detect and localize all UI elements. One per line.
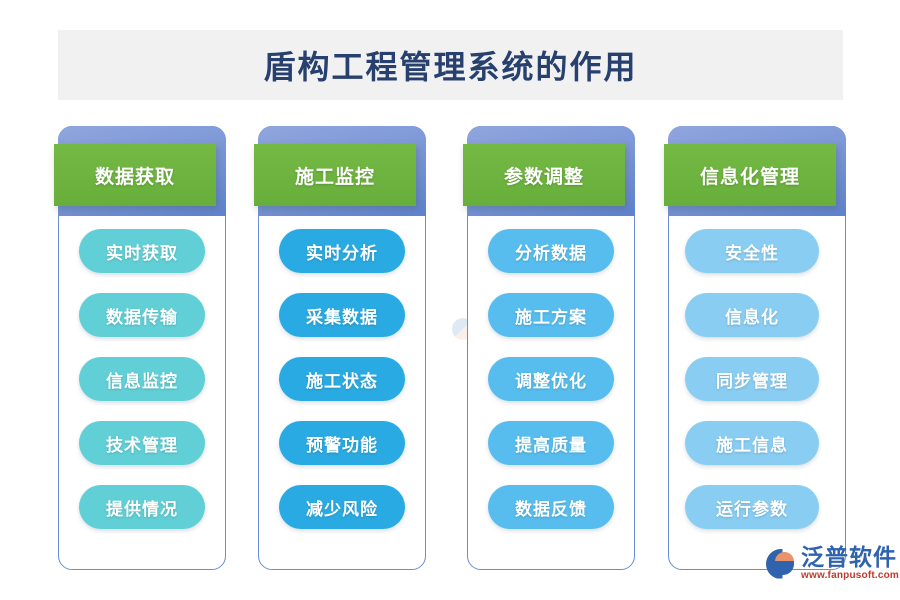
list-item-label: 施工方案 [515,307,587,327]
card-header-band: 数据获取 [54,144,216,206]
card-header-label: 信息化管理 [699,166,800,188]
brand-logo-text: 泛普软件 www.fanpusoft.com [801,546,899,581]
list-item-label: 运行参数 [716,499,788,519]
pill-list: 实时获取 数据传输 信息监控 技术管理 提供情况 [58,229,226,529]
list-item[interactable]: 分析数据 [488,229,614,273]
list-item-label: 施工状态 [306,371,378,391]
list-item[interactable]: 同步管理 [685,357,819,401]
title-banner: 盾构工程管理系统的作用 [58,30,843,100]
card-header-band: 施工监控 [254,144,416,206]
list-item[interactable]: 安全性 [685,229,819,273]
list-item[interactable]: 调整优化 [488,357,614,401]
list-item-label: 技术管理 [106,435,178,455]
list-item[interactable]: 提高质量 [488,421,614,465]
list-item-label: 提高质量 [515,435,587,455]
page-title: 盾构工程管理系统的作用 [263,49,638,85]
list-item[interactable]: 施工方案 [488,293,614,337]
list-item-label: 提供情况 [106,499,178,519]
brand-logo: 泛普软件 www.fanpusoft.com [766,546,899,581]
column-parameter-adjustment: 参数调整 分析数据 施工方案 调整优化 提高质量 数据反馈 [463,126,635,570]
list-item-label: 调整优化 [515,371,587,391]
card-header-band: 参数调整 [463,144,625,206]
list-item[interactable]: 运行参数 [685,485,819,529]
list-item[interactable]: 技术管理 [79,421,205,465]
list-item-label: 施工信息 [716,435,788,455]
pill-list: 实时分析 采集数据 施工状态 预警功能 减少风险 [258,229,426,529]
column-construction-monitoring: 施工监控 实时分析 采集数据 施工状态 预警功能 减少风险 [254,126,426,570]
brand-name: 泛普软件 [801,544,897,570]
list-item-label: 分析数据 [515,243,587,263]
list-item-label: 数据反馈 [515,499,587,519]
list-item[interactable]: 采集数据 [279,293,405,337]
pill-list: 安全性 信息化 同步管理 施工信息 运行参数 [668,229,836,529]
list-item[interactable]: 数据反馈 [488,485,614,529]
list-item-label: 采集数据 [306,307,378,327]
card-header-label: 数据获取 [94,166,175,188]
list-item[interactable]: 施工信息 [685,421,819,465]
column-data-acquisition: 数据获取 实时获取 数据传输 信息监控 技术管理 提供情况 [54,126,226,570]
card-header-label: 参数调整 [503,166,584,188]
list-item[interactable]: 提供情况 [79,485,205,529]
list-item-label: 同步管理 [716,371,788,391]
list-item-label: 实时分析 [306,243,378,263]
list-item-label: 信息监控 [106,371,178,391]
card-header-band: 信息化管理 [664,144,836,206]
list-item-label: 减少风险 [306,499,378,519]
list-item-label: 安全性 [725,243,779,263]
list-item[interactable]: 预警功能 [279,421,405,465]
brand-url: www.fanpusoft.com [801,570,900,581]
pill-list: 分析数据 施工方案 调整优化 提高质量 数据反馈 [467,229,635,529]
card-header-label: 施工监控 [294,166,375,188]
list-item-label: 预警功能 [306,435,378,455]
list-item[interactable]: 实时分析 [279,229,405,273]
list-item[interactable]: 信息化 [685,293,819,337]
list-item[interactable]: 施工状态 [279,357,405,401]
list-item-label: 数据传输 [106,307,178,327]
list-item[interactable]: 数据传输 [79,293,205,337]
list-item[interactable]: 信息监控 [79,357,205,401]
fanpu-logo-icon [766,548,796,579]
list-item-label: 实时获取 [106,243,178,263]
column-informatization-management: 信息化管理 安全性 信息化 同步管理 施工信息 运行参数 [664,126,846,570]
list-item[interactable]: 实时获取 [79,229,205,273]
list-item-label: 信息化 [725,307,779,327]
list-item[interactable]: 减少风险 [279,485,405,529]
